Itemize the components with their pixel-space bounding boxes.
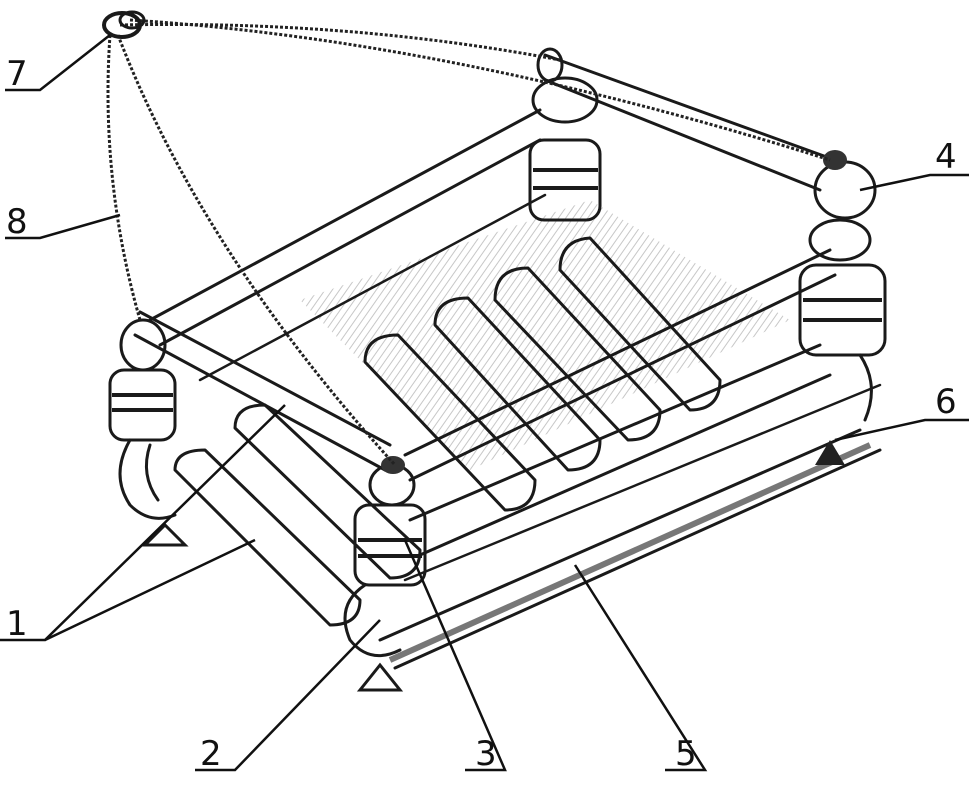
callout-8: 8 bbox=[6, 202, 28, 242]
leader-7 bbox=[5, 34, 111, 92]
rockers bbox=[118, 353, 873, 658]
front-seat-rail bbox=[403, 343, 882, 582]
leader-3 bbox=[403, 539, 507, 772]
callouts: 7 8 4 6 1 2 3 5 bbox=[6, 54, 957, 774]
callout-5: 5 bbox=[675, 734, 697, 774]
rocker-front-left bbox=[343, 583, 402, 658]
stop-back-left bbox=[141, 522, 189, 547]
bottom-rail bbox=[378, 428, 882, 670]
leader-8 bbox=[5, 213, 121, 240]
hanging-ring bbox=[102, 10, 146, 39]
stop-front-right bbox=[815, 440, 845, 465]
slat bbox=[433, 296, 602, 472]
callout-7: 7 bbox=[6, 54, 28, 94]
post-back-right bbox=[528, 76, 602, 222]
suspension-ropes bbox=[106, 18, 831, 467]
back-seat-rail bbox=[148, 108, 547, 382]
leader-5 bbox=[573, 564, 708, 772]
front-armrest-bar bbox=[403, 248, 837, 482]
callout-6: 6 bbox=[935, 382, 957, 422]
slat bbox=[558, 236, 722, 412]
post-front-right bbox=[798, 150, 887, 357]
post-back-left bbox=[108, 318, 177, 442]
rubber-stops bbox=[141, 440, 845, 692]
leader-2 bbox=[195, 619, 381, 772]
stop-front-left bbox=[356, 662, 404, 692]
slat bbox=[233, 403, 422, 580]
leader-lines bbox=[0, 34, 969, 772]
slat bbox=[363, 333, 537, 512]
slat bbox=[493, 266, 662, 442]
seat-base-shading bbox=[300, 200, 790, 470]
callout-4: 4 bbox=[935, 137, 957, 177]
seat-slats bbox=[173, 236, 722, 627]
callout-2: 2 bbox=[200, 734, 222, 774]
rocker-back-left bbox=[118, 438, 177, 520]
leader-4 bbox=[859, 173, 969, 192]
leader-1b bbox=[44, 538, 256, 642]
callout-3: 3 bbox=[475, 734, 497, 774]
leader-6 bbox=[834, 418, 969, 442]
left-armrest-bar bbox=[133, 310, 392, 472]
posts bbox=[108, 76, 887, 587]
callout-1: 1 bbox=[6, 604, 28, 644]
slat bbox=[173, 448, 362, 627]
rocker-front-right bbox=[858, 353, 873, 422]
